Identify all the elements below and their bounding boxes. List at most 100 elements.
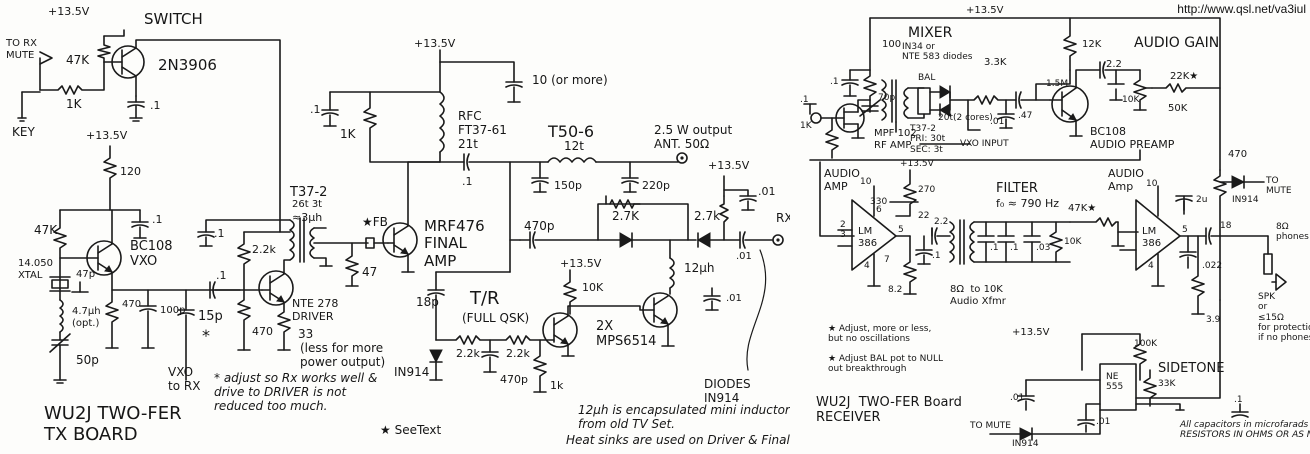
r-10k-tr-label: 10K bbox=[582, 281, 604, 294]
driver-bypass-cap-label: .1 bbox=[214, 227, 225, 240]
see-text-note: ★ SeeText bbox=[380, 423, 442, 437]
lm386-a-pins-label: 2 3 bbox=[840, 220, 846, 241]
osc-120-label: 120 bbox=[120, 165, 141, 178]
t37-turns-label: 26t 3t bbox=[292, 199, 323, 210]
t37-rx-label: T37-2 PRI: 30t SEC: 3t bbox=[910, 124, 946, 155]
lm386-b-label: LM 386 bbox=[1142, 226, 1162, 249]
vxo-input-label: VXO INPUT bbox=[960, 139, 1009, 149]
switch-supply-label: +13.5V bbox=[48, 5, 90, 18]
filter-title: FILTER bbox=[996, 181, 1038, 196]
final-out-cap-label: .1 bbox=[462, 175, 473, 188]
bal-pot-label: BAL bbox=[918, 73, 936, 83]
diodes-label: DIODES IN914 bbox=[704, 377, 751, 405]
rfc-label: RFC FT37-61 21t bbox=[458, 109, 507, 151]
rx-10a-label: 10 bbox=[860, 177, 872, 187]
amp-01-cap-label: .1 bbox=[932, 251, 941, 261]
inductor-note: 12μh is encapsulated mini inductor from … bbox=[578, 403, 790, 431]
switch-cap-label: .1 bbox=[150, 99, 161, 112]
heatsink-note: Heat sinks are used on Driver & Final bbox=[566, 433, 790, 447]
sidetone-01-cap-label: .01 bbox=[1010, 393, 1025, 403]
rx-01b-label: .01 bbox=[990, 117, 1005, 127]
rx-port-label: RX bbox=[776, 211, 790, 225]
d-1n914-label: IN914 bbox=[394, 365, 430, 379]
vxo-to-rx-label: VXO to RX bbox=[168, 365, 201, 393]
osc-100p-label: 100p bbox=[160, 305, 186, 316]
r-2-2k-tr1-label: 2.2k bbox=[456, 347, 480, 360]
driver-transistor-nte278 bbox=[258, 270, 294, 306]
osc-47p-label: 47p bbox=[76, 269, 96, 280]
key-label: KEY bbox=[12, 125, 35, 139]
tr-01-cap-label: .01 bbox=[758, 185, 776, 198]
switch-transistor-label: 2N3906 bbox=[158, 56, 217, 74]
filter-frequency-label: f₀ ≈ 790 Hz bbox=[996, 197, 1060, 210]
final-1k-label: 1K bbox=[340, 127, 356, 141]
panel-divider bbox=[794, 0, 796, 454]
c-70p-label: 70p bbox=[878, 93, 896, 103]
rx-100-label: 100 bbox=[882, 39, 902, 50]
c-470p-b-label: 470p bbox=[500, 373, 528, 386]
to-rx-mute-label: TO RX MUTE bbox=[6, 38, 37, 61]
rx-3-3k-label: 3.3K bbox=[984, 57, 1007, 68]
tr-supply-label: +13.5V bbox=[708, 159, 750, 172]
switch-47k-label: 47K bbox=[66, 53, 90, 67]
tr-01-cap2-label: .01 bbox=[726, 293, 742, 304]
rx-10k-pre-label: 10K bbox=[1122, 95, 1140, 105]
c-18p-label: 18p bbox=[416, 295, 439, 309]
rx-2-2-cap-label: 2.2 bbox=[1106, 59, 1122, 70]
rx-10b-label: 10 bbox=[1146, 179, 1158, 189]
rx-33k-label: 33K bbox=[1158, 379, 1176, 389]
rx-022-label: .022 bbox=[1202, 261, 1223, 271]
l-12uh-label: 12μh bbox=[684, 261, 715, 275]
r-2-2k-tr2-label: 2.2k bbox=[506, 347, 530, 360]
t37-label: T37-2 bbox=[290, 185, 328, 200]
units-note: All capacitors in microfarads RESISTORS … bbox=[1180, 420, 1310, 441]
rx-330-label: 330 bbox=[870, 197, 888, 207]
filter-cap3-label: .03 bbox=[1036, 243, 1051, 253]
tx-title-line2: TX BOARD bbox=[44, 423, 138, 445]
tx-title-line1: WU2J TWO-FER bbox=[44, 403, 182, 424]
c-50p-label: 50p bbox=[76, 353, 99, 367]
rx-12k-label: 12K bbox=[1082, 39, 1102, 50]
rx-100k-label: 100K bbox=[1134, 339, 1158, 349]
rx-board-panel: +13.5V MIXER IN34 or NTE 583 diodes AUDI… bbox=[800, 0, 1310, 454]
tx-schematic-drawing bbox=[17, 29, 784, 393]
switch-title: SWITCH bbox=[144, 10, 203, 28]
rx-270-label: 270 bbox=[918, 185, 936, 195]
amp1-supply-label: +13.5V bbox=[900, 159, 934, 169]
c-150p-label: 150p bbox=[554, 179, 582, 192]
ferrite-bead-label: ★FB bbox=[362, 215, 388, 229]
lm386-b-pin5: 5 bbox=[1182, 225, 1188, 235]
audio-gain-title: AUDIO GAIN bbox=[1134, 35, 1220, 51]
ne555-label: NE 555 bbox=[1106, 372, 1124, 393]
osc-470-label: 470 bbox=[122, 299, 142, 310]
rx-8-2-label: 8.2 bbox=[888, 285, 903, 295]
lm386-a-pin4: 4 bbox=[864, 261, 870, 271]
output-label: 2.5 W output ANT. 50Ω bbox=[654, 123, 733, 151]
mix-01-cap-label: .1 bbox=[830, 77, 839, 87]
sidetone-supply-label: +13.5V bbox=[1012, 327, 1050, 338]
t37-rx-note: 20t(2 cores) bbox=[938, 113, 993, 123]
lm386-a-label: LM 386 bbox=[858, 226, 878, 249]
rx-2-2b-label: 2.2 bbox=[934, 217, 949, 227]
rx-18-cap-label: 18 bbox=[1220, 221, 1232, 231]
final-supply-label: +13.5V bbox=[414, 37, 456, 50]
t50-label: T50-6 bbox=[548, 122, 595, 141]
osc-47k-label: 47K bbox=[34, 223, 58, 237]
c-15p-label: 15p bbox=[198, 309, 223, 324]
tr-transistor-2-mps6514 bbox=[542, 312, 578, 348]
driver-input-cap-label: .1 bbox=[216, 269, 227, 282]
lm386-a-pin6: 6 bbox=[876, 205, 882, 215]
adjust-bal-note: ★ Adjust BAL pot to NULL out breakthroug… bbox=[828, 354, 943, 375]
filter-cap1-label: .1 bbox=[990, 243, 999, 253]
osc-bypass-cap-label: .1 bbox=[152, 213, 163, 226]
source-url[interactable]: http://www.qsl.net/va3iul bbox=[1177, 2, 1306, 16]
sidetone-out-cap-label: .1 bbox=[1234, 395, 1243, 405]
rx-01c-label: .1 bbox=[800, 95, 809, 105]
c-470p-tr-label: 470p bbox=[524, 219, 555, 233]
lm386-a-pin5: 5 bbox=[898, 225, 904, 235]
tr-title: T/R bbox=[470, 288, 500, 309]
rx-3-9-label: 3.9 bbox=[1206, 315, 1221, 325]
